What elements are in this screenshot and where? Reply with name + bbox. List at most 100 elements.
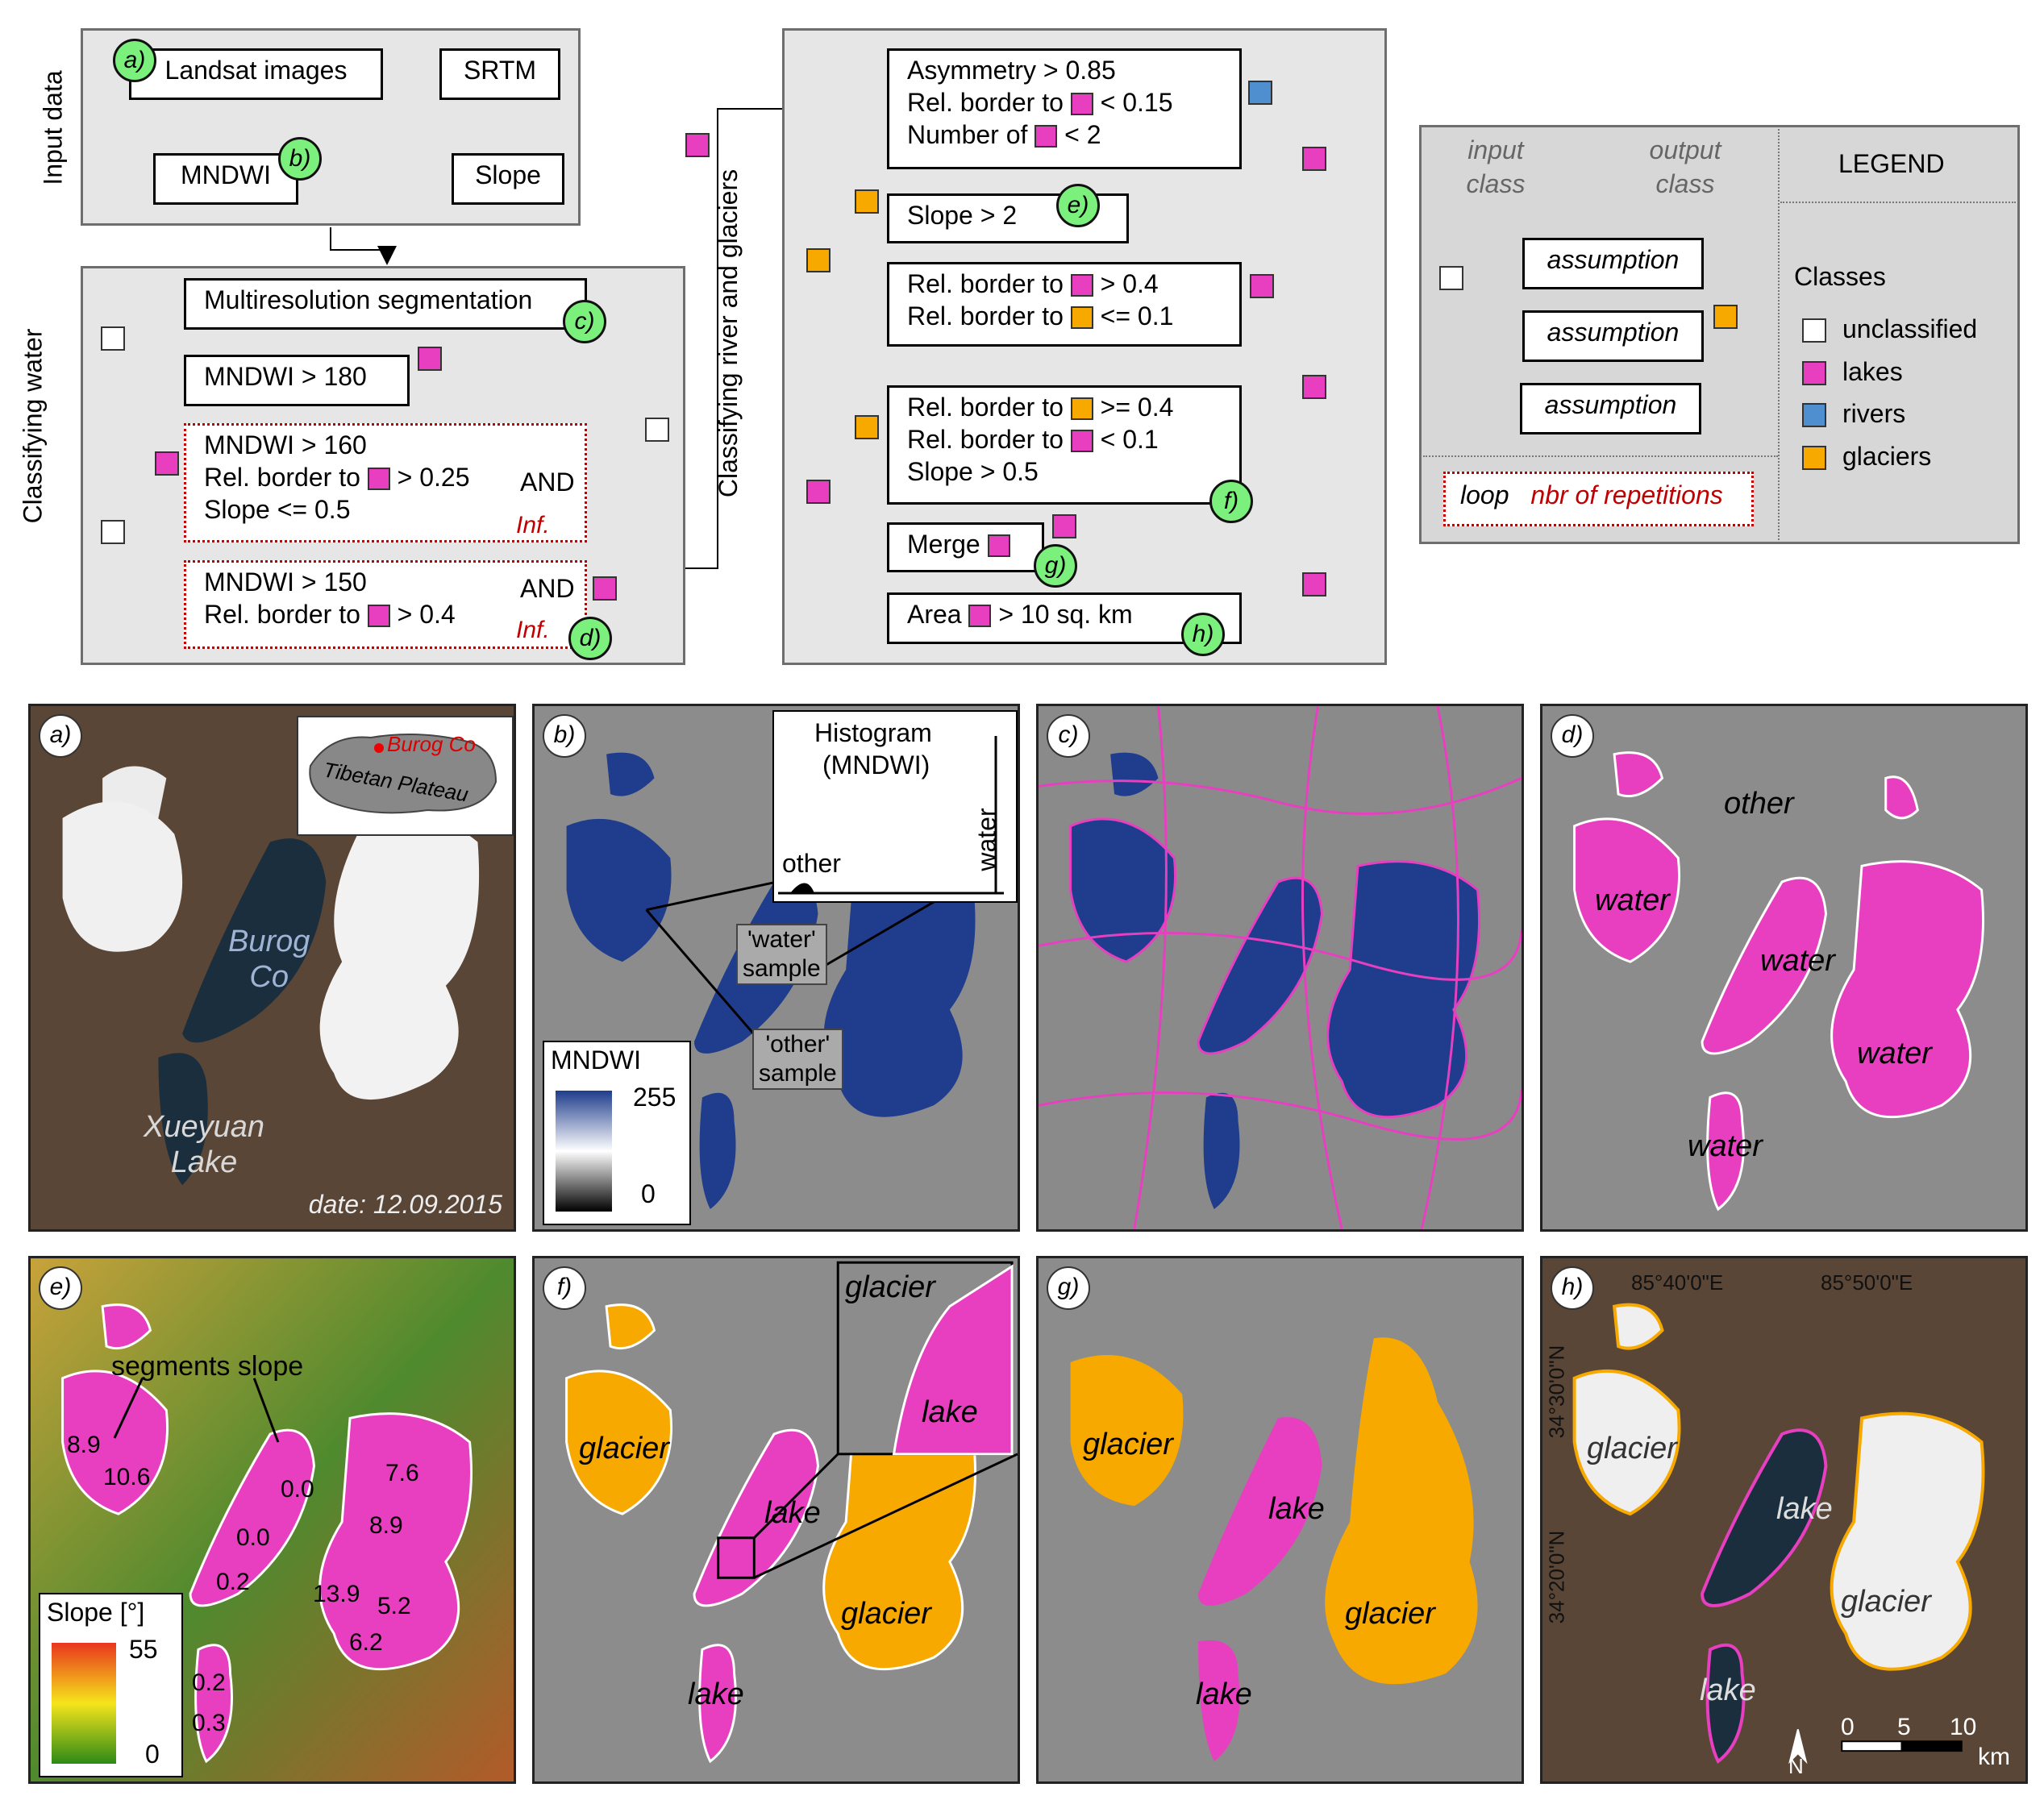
asym-line2-value: < 0.15 bbox=[1100, 88, 1173, 117]
map-b: b) Histogram (MNDWI) other water 'water'… bbox=[532, 704, 1020, 1232]
map-f-glacier-1: glacier bbox=[579, 1432, 669, 1465]
scale-10: 10 bbox=[1950, 1714, 1977, 1740]
f-line1-value: >= 0.4 bbox=[1100, 393, 1174, 422]
classifying-river-label: Classifying river and glaciers bbox=[714, 168, 743, 498]
d1-line2: Rel. border to > 0.25 bbox=[204, 461, 567, 493]
map-f: f) glacier lake glacier lake glacier lak… bbox=[532, 1256, 1020, 1784]
legend-assumption-3: assumption bbox=[1520, 383, 1701, 434]
map-d: d) other water water water water bbox=[1540, 704, 2028, 1232]
inset-map: Burog Co Tibetan Plateau bbox=[297, 716, 514, 836]
asym-line3-value: < 2 bbox=[1064, 120, 1101, 149]
map-f-glacier-2: glacier bbox=[841, 1597, 931, 1631]
landsat-box: Landsat images bbox=[129, 48, 383, 100]
rule-f-box: Rel. border to >= 0.4 Rel. border to < 0… bbox=[887, 385, 1242, 505]
slope-value-3: 0.0 bbox=[281, 1476, 314, 1503]
scale-5: 5 bbox=[1897, 1714, 1911, 1740]
legend-nbr: nbr of repetitions bbox=[1530, 480, 1723, 509]
step-h-badge: h) bbox=[1181, 613, 1225, 656]
area-text: Area bbox=[907, 600, 962, 629]
map-h-lon1: 85°40'0"E bbox=[1631, 1270, 1724, 1295]
map-h-label: h) bbox=[1551, 1266, 1594, 1310]
d2-and: AND bbox=[520, 574, 575, 603]
lake-swatch bbox=[1052, 514, 1076, 538]
river-swatch bbox=[1802, 403, 1826, 427]
area-value: > 10 sq. km bbox=[998, 600, 1133, 629]
legend-loop-box: loop nbr of repetitions bbox=[1443, 472, 1754, 526]
legend-unclassified: unclassified bbox=[1842, 314, 1978, 343]
lake-swatch bbox=[685, 133, 710, 157]
map-c-label: c) bbox=[1047, 714, 1090, 758]
map-f-lake-1: lake bbox=[764, 1496, 821, 1530]
lake-swatch bbox=[1302, 147, 1326, 171]
classifying-water-label: Classifying water bbox=[18, 328, 48, 524]
water-sample-2: sample bbox=[743, 955, 821, 982]
legend-divider-v bbox=[1778, 129, 1780, 540]
map-g-graphic bbox=[1039, 1258, 1522, 1781]
slope-value-8: 13.9 bbox=[313, 1581, 360, 1607]
d1-line2-value: > 0.25 bbox=[397, 463, 470, 492]
asym-line2-text: Rel. border to bbox=[907, 88, 1064, 117]
lake-swatch bbox=[1034, 125, 1058, 148]
area-box: Area > 10 sq. km bbox=[887, 592, 1242, 644]
lake-swatch bbox=[593, 576, 617, 601]
glacier-swatch bbox=[1713, 305, 1738, 329]
water-sample-label: 'water'sample bbox=[736, 924, 827, 985]
xueyuan-label-2: Lake bbox=[170, 1145, 238, 1179]
map-d-water-1: water bbox=[1595, 883, 1670, 917]
slope-value-9: 5.2 bbox=[377, 1593, 411, 1619]
north-arrow-label: N bbox=[1788, 1754, 1804, 1778]
asymmetry-box: Asymmetry > 0.85 Rel. border to < 0.15 N… bbox=[887, 48, 1242, 169]
map-f-glacier-inset: glacier bbox=[845, 1270, 935, 1304]
slope-value-6: 7.6 bbox=[385, 1460, 419, 1486]
legend-divider-h2 bbox=[1423, 455, 1778, 457]
asym-line3: Number of < 2 bbox=[907, 118, 1222, 151]
slope-value-10: 6.2 bbox=[349, 1629, 383, 1656]
map-f-lake-inset: lake bbox=[922, 1395, 978, 1429]
map-e-label: e) bbox=[39, 1266, 82, 1310]
asym-line2: Rel. border to < 0.15 bbox=[907, 86, 1222, 118]
lake-swatch bbox=[418, 347, 442, 371]
map-h-glacier-1: glacier bbox=[1587, 1432, 1677, 1465]
slope-cb-max: 55 bbox=[129, 1635, 158, 1664]
legend-input-class: input class bbox=[1466, 135, 1526, 198]
d2-line1: MNDWI > 150 bbox=[204, 567, 367, 597]
slope-box: Slope bbox=[452, 153, 564, 205]
legend-classes: Classes bbox=[1794, 262, 1886, 291]
unclassified-swatch bbox=[645, 418, 669, 442]
other-sample-label: 'other'sample bbox=[752, 1029, 843, 1090]
map-g-lake-2: lake bbox=[1196, 1677, 1252, 1711]
lake-swatch bbox=[367, 605, 390, 627]
glacier-swatch bbox=[855, 415, 879, 439]
step-g-badge: g) bbox=[1034, 544, 1077, 588]
unclassified-swatch bbox=[101, 520, 125, 544]
map-h-lat2: 34°20'0"N bbox=[1544, 1530, 1569, 1624]
step-d-badge: d) bbox=[568, 617, 612, 660]
slope-value-2: 10.6 bbox=[103, 1464, 151, 1490]
map-c-graphic bbox=[1039, 706, 1522, 1229]
slope-colorbar-box: Slope [°] 55 0 bbox=[39, 1593, 183, 1777]
rb-line1: Rel. border to > 0.4 bbox=[907, 268, 1222, 300]
mndwi-cb-max: 255 bbox=[633, 1083, 676, 1112]
rule-d1-box: MNDWI > 160 Rel. border to > 0.25 Slope … bbox=[184, 423, 587, 542]
legend-glaciers: glaciers bbox=[1842, 442, 1932, 471]
d1-line1: MNDWI > 160 bbox=[204, 430, 367, 459]
asym-line3-text: Number of bbox=[907, 120, 1028, 149]
map-d-other: other bbox=[1724, 787, 1794, 821]
histogram-title-1: Histogram bbox=[814, 718, 932, 747]
lake-swatch bbox=[1070, 274, 1093, 297]
asym-line1: Asymmetry > 0.85 bbox=[907, 56, 1116, 85]
map-d-water-2: water bbox=[1760, 944, 1835, 978]
lake-swatch bbox=[1302, 375, 1326, 399]
step-a-badge: a) bbox=[113, 39, 156, 82]
tibet-plateau-shape bbox=[309, 734, 497, 814]
slope-cb-title: Slope [°] bbox=[47, 1598, 145, 1627]
histogram-box: Histogram (MNDWI) other water bbox=[772, 710, 1018, 903]
unclassified-swatch bbox=[101, 326, 125, 351]
map-h-graphic bbox=[1542, 1258, 2025, 1781]
map-f-lake-2: lake bbox=[688, 1677, 744, 1711]
legend-assumption-2: assumption bbox=[1522, 310, 1704, 362]
map-h-lat1: 34°30'0"N bbox=[1544, 1345, 1569, 1439]
segments-slope-label: segments slope bbox=[111, 1351, 304, 1382]
slope-colorbar bbox=[52, 1643, 116, 1764]
